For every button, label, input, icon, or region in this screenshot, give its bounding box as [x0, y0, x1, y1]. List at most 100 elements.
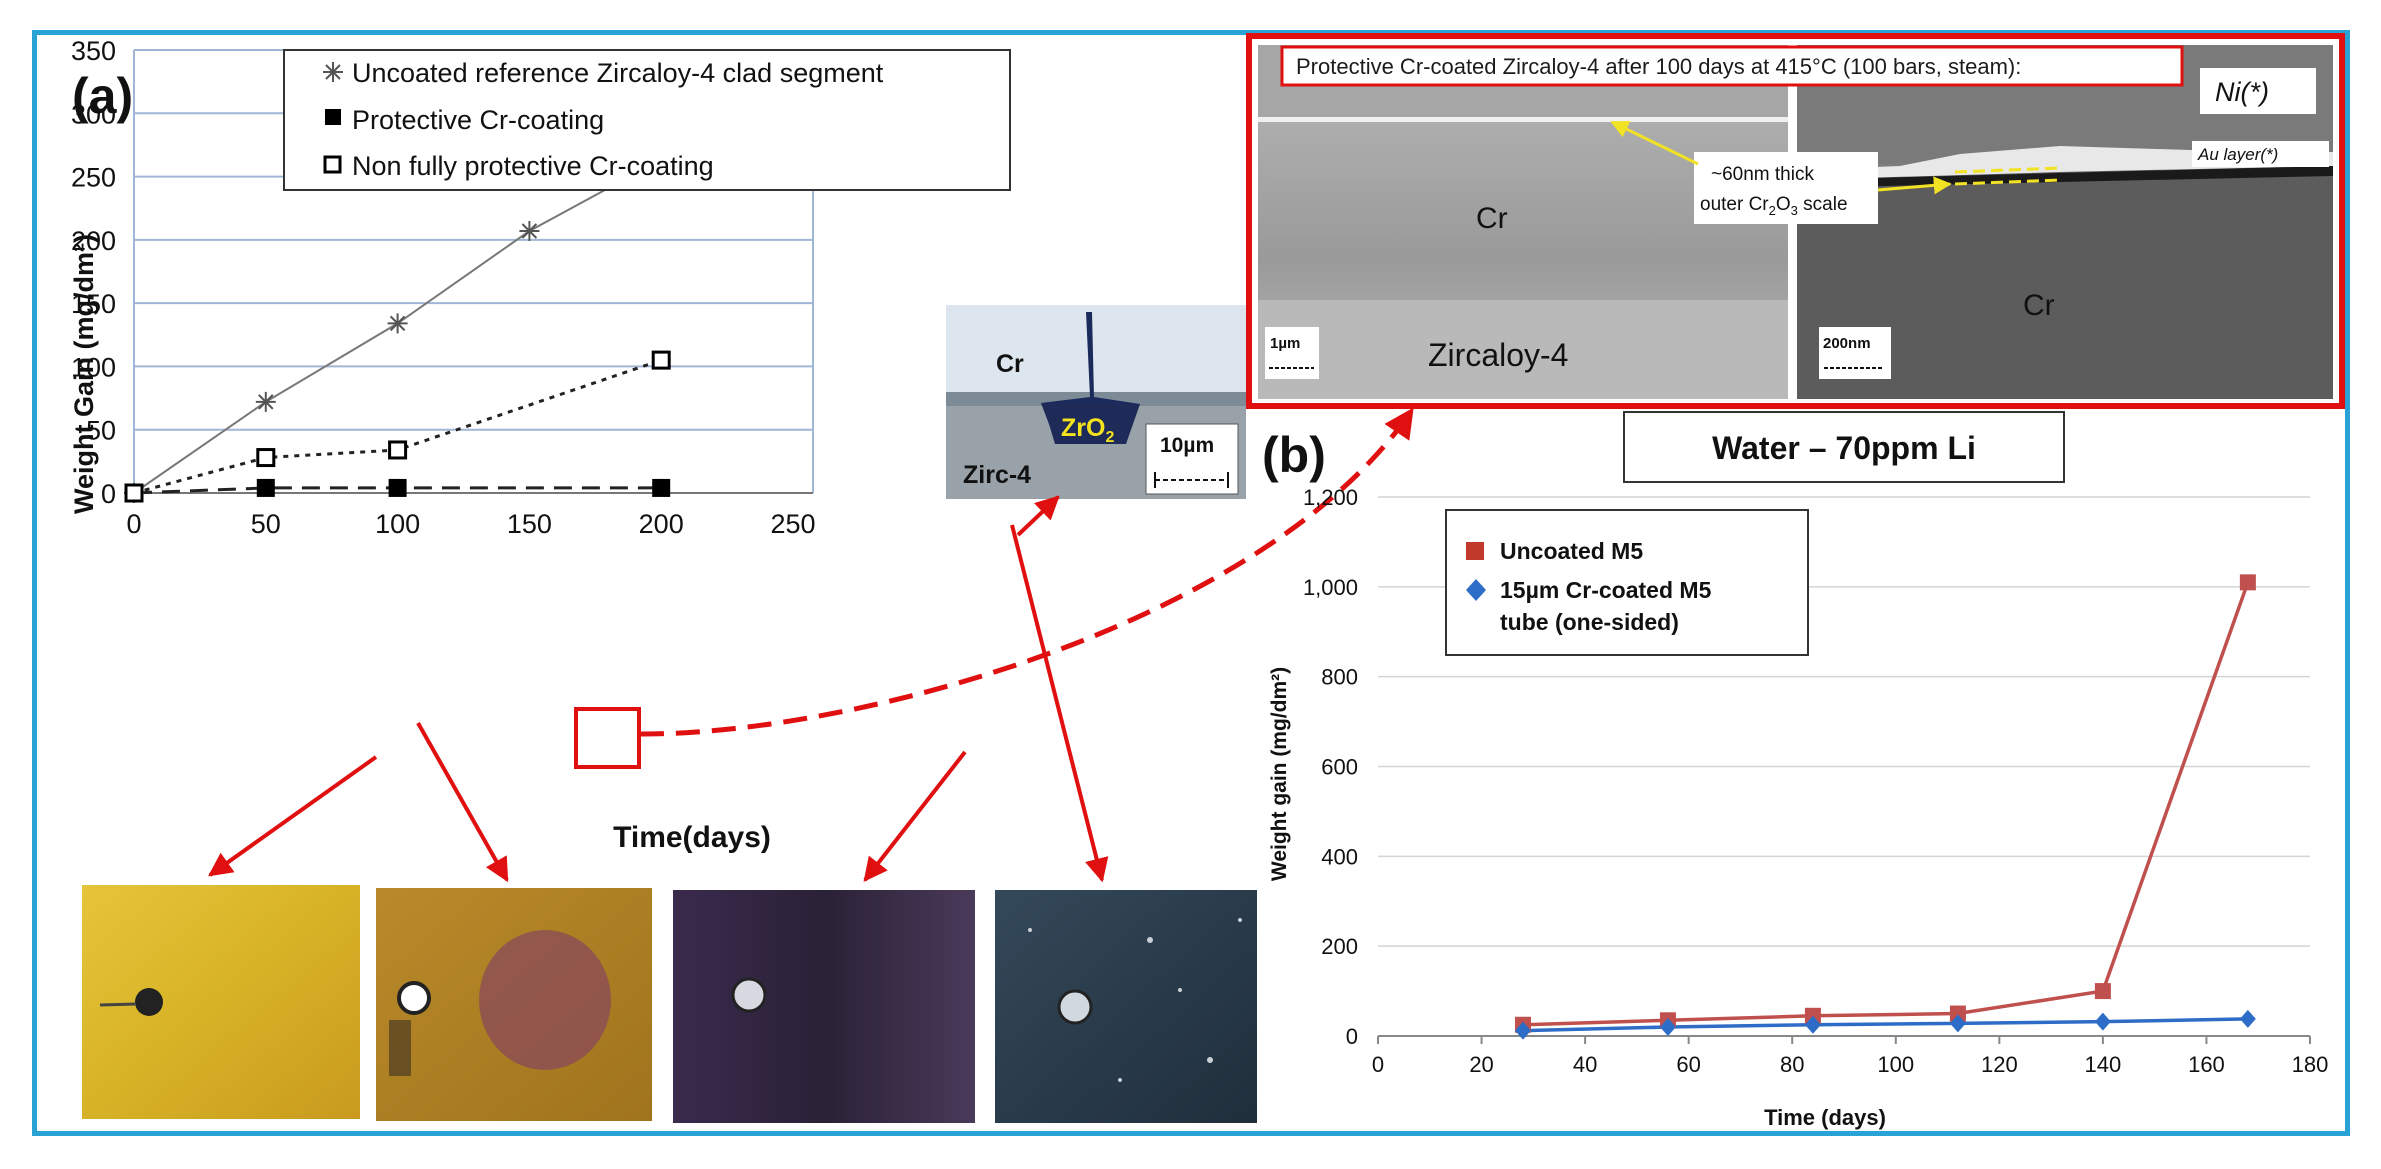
y-tick-label-a: 300	[71, 99, 116, 129]
sample-photo-2	[376, 888, 652, 1121]
red-square-marker	[2094, 983, 2111, 1000]
x-tick-label-b: 140	[2085, 1052, 2122, 1077]
sem-oxide-text-3: scale	[1798, 194, 1848, 215]
y-tick-label-a: 350	[71, 36, 116, 66]
legend-item-protective: Protective Cr-coating	[352, 105, 604, 135]
legend-coated-m5-line2: tube (one-sided)	[1500, 609, 1679, 635]
sem-oxide-text-2: O	[1776, 194, 1791, 215]
asterisk-marker	[387, 313, 408, 334]
chart-b-x-axis-label: Time (days)	[1764, 1105, 1886, 1130]
chart-a-legend: Uncoated reference Zircaloy-4 clad segme…	[283, 49, 1011, 191]
x-tick-label-a: 250	[770, 509, 815, 539]
sem-arrow-left	[1610, 120, 1699, 166]
sem-ni-label: Ni(*)	[2215, 77, 2269, 107]
highlight-box-100-days	[574, 707, 641, 769]
sem-arrow-right	[1877, 176, 1952, 195]
series-line-filled-square	[133, 486, 662, 495]
red-square-marker	[1949, 1005, 1966, 1022]
chart-a-y-axis-label: Weight Gain (mg/dm²)	[69, 234, 99, 514]
y-tick-label-a: 200	[71, 226, 116, 256]
sem-left-substrate-label: Zircaloy-4	[1428, 337, 1568, 373]
legend-uncoated-m5: Uncoated M5	[1500, 538, 1643, 564]
legend-coated-m5: 15µm Cr-coated M5	[1500, 577, 1712, 603]
panel-b-label: (b)	[1262, 427, 1326, 483]
x-tick-label-b: 40	[1573, 1052, 1597, 1077]
sem-au-label: Au layer(*)	[2197, 145, 2278, 164]
sem-oxide-sub-2: 3	[1791, 203, 1798, 218]
x-tick-label-a: 100	[375, 509, 420, 539]
x-tick-label-b: 0	[1372, 1052, 1384, 1077]
y-tick-label-b: 200	[1321, 934, 1358, 959]
sem-left-scale-label: 1µm	[1270, 335, 1300, 352]
x-tick-label-b: 80	[1780, 1052, 1804, 1077]
sem-caption: Protective Cr-coated Zircaloy-4 after 10…	[1296, 54, 2021, 79]
sem-oxide-sub-1: 2	[1769, 203, 1776, 218]
cross-section-inset: Cr ZrO2 Zirc-4 10µm	[946, 305, 1246, 499]
y-tick-label-b: 600	[1321, 755, 1358, 780]
y-tick-label-a: 250	[71, 163, 116, 193]
red-square-marker	[2239, 574, 2256, 591]
blue-diamond-marker	[1804, 1015, 1821, 1034]
series-line-square	[1522, 581, 2250, 1027]
open-square-marker	[651, 350, 671, 370]
x-tick-label-a: 150	[507, 509, 552, 539]
sample-photo-3	[673, 890, 975, 1123]
x-tick-label-a: 200	[639, 509, 684, 539]
x-tick-label-b: 120	[1981, 1052, 2018, 1077]
legend-item-uncoated: Uncoated reference Zircaloy-4 clad segme…	[352, 58, 884, 88]
y-tick-label-a: 150	[71, 289, 116, 319]
sem-oxide-text-1: outer Cr	[1700, 194, 1769, 215]
inset-oxide-label: ZrO2	[1061, 414, 1114, 446]
x-tick-label-b: 160	[2188, 1052, 2225, 1077]
legend-red-square-icon	[1466, 542, 1484, 560]
chart-b-legend: Uncoated M5 15µm Cr-coated M5 tube (one-…	[1445, 509, 1809, 656]
blue-diamond-marker	[1949, 1014, 1966, 1033]
series-line-open-square	[133, 358, 662, 495]
sample-photos	[82, 885, 1257, 1123]
sem-scale-thickness-label: ~60nm thick	[1711, 164, 1814, 185]
sem-right-panel: Ni(*) Au layer(*) Cr 200nm	[1797, 45, 2333, 399]
inset-oxide-subscript: 2	[1105, 429, 1114, 446]
sample-photo-4	[995, 890, 1257, 1123]
y-tick-label-b: 1,200	[1303, 485, 1358, 510]
sample-arrows	[208, 495, 1109, 883]
filled-square-marker	[652, 478, 671, 497]
asterisk-stroke	[258, 394, 274, 410]
x-tick-label-b: 100	[1877, 1052, 1914, 1077]
blue-diamond-marker	[1659, 1018, 1676, 1037]
blue-diamond-marker	[1514, 1021, 1531, 1040]
sem-micrograph: Cr Zircaloy-4 1µm Ni(*) Au layer(*) Cr 2…	[1246, 33, 2345, 409]
asterisk-marker	[519, 220, 540, 241]
chart-b-markers	[1514, 574, 2256, 1040]
inset-substrate-label: Zirc-4	[963, 461, 1031, 489]
open-square-marker	[256, 448, 276, 468]
legend-open-square-icon	[323, 155, 342, 174]
open-square-marker	[388, 440, 408, 460]
legend-blue-diamond-icon	[1466, 579, 1486, 601]
legend-filled-square-icon	[325, 109, 341, 125]
filled-square-marker	[256, 478, 275, 497]
blue-diamond-marker	[2239, 1009, 2256, 1028]
asterisk-stroke	[521, 223, 538, 239]
open-square-marker	[124, 483, 144, 503]
y-tick-label-a: 100	[71, 352, 116, 382]
inset-scale-label: 10µm	[1160, 434, 1214, 457]
legend-asterisk-icon	[323, 62, 343, 82]
y-tick-label-b: 1,000	[1303, 575, 1358, 600]
y-tick-label-b: 800	[1321, 665, 1358, 690]
asterisk-marker	[255, 391, 276, 412]
chart-b-series-lines	[1522, 581, 2250, 1033]
legend-item-non-protective: Non fully protective Cr-coating	[352, 151, 714, 181]
chart-b-title-box	[1623, 411, 2065, 483]
filled-square-marker	[388, 478, 407, 497]
chart-b-axes	[1377, 1035, 2311, 1044]
y-tick-label-a: 0	[101, 479, 116, 509]
asterisk-stroke	[389, 315, 406, 332]
chart-a-x-axis-label: Time(days)	[613, 821, 771, 854]
x-tick-label-b: 60	[1676, 1052, 1700, 1077]
sem-right-scale-label: 200nm	[1823, 335, 1871, 352]
